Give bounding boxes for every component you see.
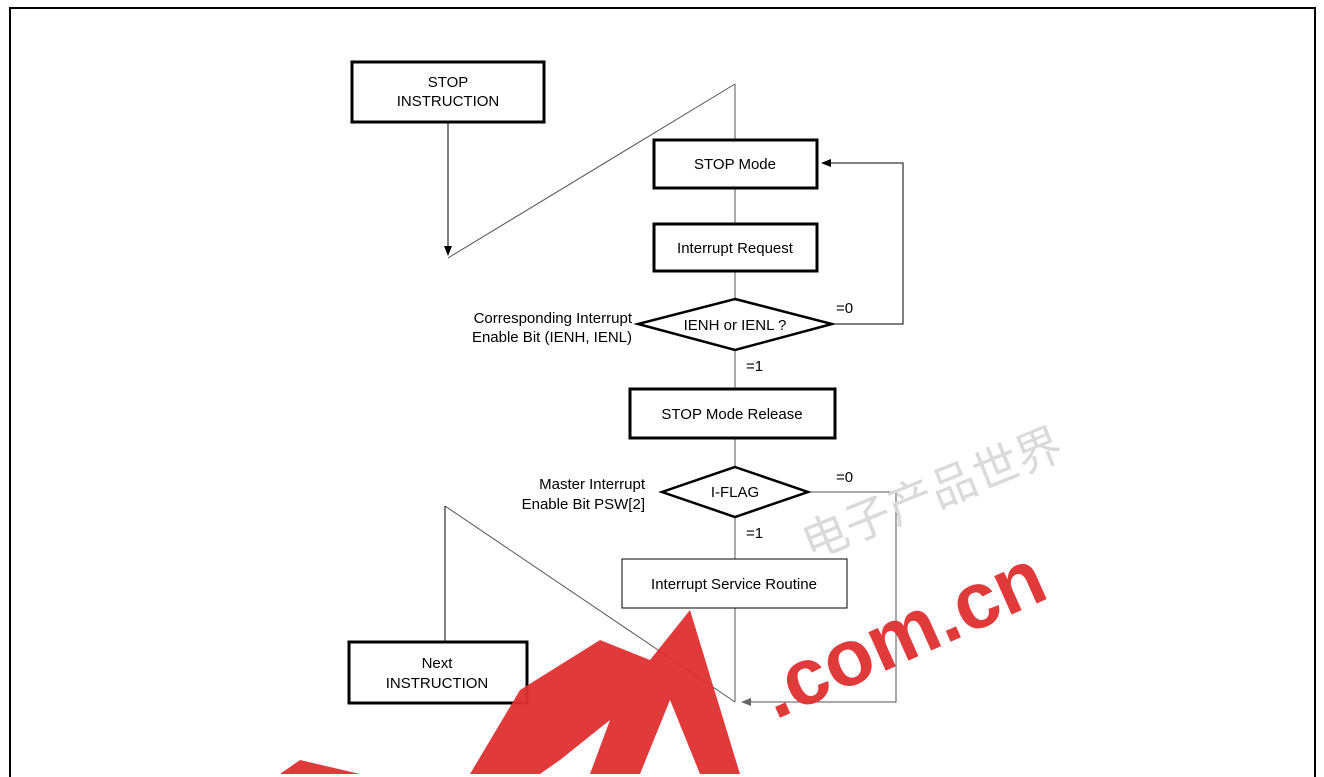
iflag-one-label: =1 <box>746 525 763 542</box>
ien-note-line-1: Corresponding Interrupt <box>474 310 633 327</box>
edge-iflag-zero <box>741 491 897 706</box>
next-instruction-box: Next INSTRUCTION <box>347 640 529 705</box>
edge-zigzag-diagonal <box>447 83 736 259</box>
stop-instruction-box: STOP INSTRUCTION <box>350 60 546 124</box>
ien-note-line-2: Enable Bit (IENH, IENL) <box>472 329 632 346</box>
interrupt-service-routine-box: Interrupt Service Routine <box>621 558 848 609</box>
master-note-line-2: Enable Bit PSW[2] <box>522 496 645 513</box>
next-instruction-label-2: INSTRUCTION <box>386 675 489 692</box>
stop-mode-label: STOP Mode <box>694 156 776 173</box>
ien-decision-label: IENH or IENL ? <box>684 317 787 334</box>
stop-mode-release-box: STOP Mode Release <box>628 387 837 440</box>
watermark-logo-shape-2 <box>280 760 360 774</box>
next-instruction-label-1: Next <box>422 655 454 672</box>
interrupt-service-routine-label: Interrupt Service Routine <box>651 576 817 593</box>
stop-mode-release-label: STOP Mode Release <box>661 406 802 423</box>
stop-mode-box: STOP Mode <box>652 138 819 190</box>
stop-instruction-label-1: STOP <box>428 74 469 91</box>
interrupt-request-label: Interrupt Request <box>677 240 794 257</box>
edge-ien-zero-loop <box>821 159 904 325</box>
ien-one-label: =1 <box>746 358 763 375</box>
stop-instruction-label-2: INSTRUCTION <box>397 93 500 110</box>
iflag-decision-label: I-FLAG <box>711 484 759 501</box>
master-note-line-1: Master Interrupt <box>539 476 646 493</box>
iflag-decision-diamond: I-FLAG <box>658 465 812 519</box>
ien-zero-label: =0 <box>836 300 853 317</box>
diagram-frame <box>9 7 1316 777</box>
iflag-zero-label: =0 <box>836 469 853 486</box>
watermark-logo-shape <box>470 610 740 774</box>
ien-decision-diamond: IENH or IENL ? <box>633 297 837 352</box>
interrupt-request-box: Interrupt Request <box>652 222 819 273</box>
